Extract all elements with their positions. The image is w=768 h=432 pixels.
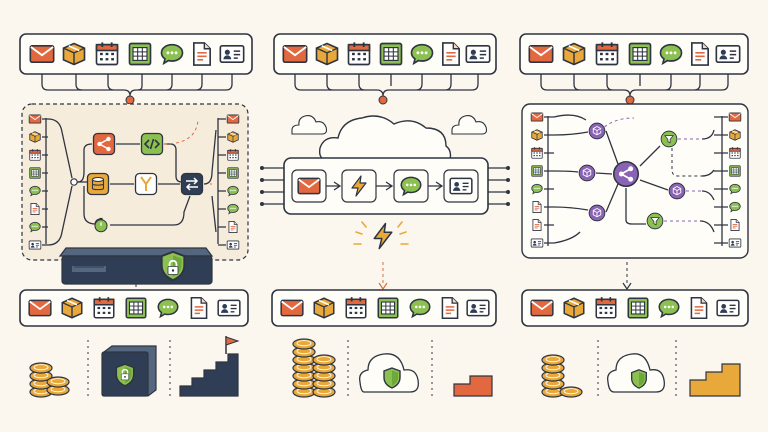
coin-stack-icon <box>292 338 336 398</box>
contact-card-icon <box>716 299 740 317</box>
email-icon <box>528 44 554 64</box>
filter-icon <box>660 130 678 148</box>
contact-card-icon <box>466 299 490 317</box>
source-app-bar-2 <box>273 33 497 75</box>
cube-icon <box>668 182 686 200</box>
calendar-icon <box>93 296 115 319</box>
package-icon <box>313 297 335 319</box>
share-icon <box>92 132 116 156</box>
cloud-shield-icon <box>607 353 665 393</box>
spreadsheet-icon <box>628 42 652 66</box>
spreadsheet-icon <box>128 42 152 66</box>
bottom-icons-3 <box>541 340 741 400</box>
source-app-bar-1 <box>19 33 253 75</box>
cube-icon <box>588 204 606 222</box>
cloud-shield-icon <box>359 353 419 393</box>
cube-icon <box>578 164 596 182</box>
cube-icon <box>588 122 606 140</box>
package-icon <box>62 42 86 66</box>
package-icon <box>315 42 339 66</box>
spreadsheet-icon <box>379 42 403 66</box>
merge-icon <box>134 172 158 196</box>
target-app-bar-2 <box>271 289 497 327</box>
package-icon <box>563 297 585 319</box>
bottom-icons-2 <box>292 338 493 400</box>
email-icon <box>28 299 52 317</box>
email-icon <box>280 299 304 317</box>
calendar-icon <box>595 296 617 319</box>
source-app-bar-3 <box>519 33 749 75</box>
document-icon <box>691 42 709 66</box>
step-icon <box>453 375 493 397</box>
self-hosted-workflow-panel <box>21 103 249 261</box>
database-icon <box>86 172 110 196</box>
contact-card-icon <box>715 45 741 63</box>
document-icon <box>441 296 459 320</box>
bar-funnel-3 <box>540 74 729 105</box>
contact-card-icon <box>217 299 241 317</box>
cloud-platform <box>260 115 510 215</box>
secure-server-icon <box>101 345 157 397</box>
column-cloud <box>260 33 510 400</box>
panel-input-list <box>28 114 48 250</box>
calendar-icon <box>95 41 119 66</box>
code-icon <box>140 132 164 156</box>
small-cloud-icon <box>451 115 488 135</box>
contact-card-icon <box>465 45 491 63</box>
column-hub <box>519 33 749 400</box>
document-icon <box>442 42 460 66</box>
calendar-icon <box>347 41 371 66</box>
calendar-icon <box>345 296 367 319</box>
staircase-icon <box>689 363 741 397</box>
email-icon <box>282 44 308 64</box>
package-icon <box>562 42 586 66</box>
spreadsheet-icon <box>627 297 649 319</box>
bar-funnel-2 <box>294 74 479 105</box>
package-icon <box>61 297 83 319</box>
contact-card-icon <box>449 177 473 195</box>
bottom-icons-1 <box>29 336 240 400</box>
hub-icon <box>612 160 640 188</box>
trigger-lightning-icon <box>353 221 409 250</box>
coin-stack-icon <box>541 354 583 398</box>
calendar-icon <box>595 41 619 66</box>
email-icon <box>297 177 321 195</box>
email-icon <box>29 44 55 64</box>
spreadsheet-icon <box>377 297 399 319</box>
switch-icon <box>180 172 204 196</box>
panel-workflow-nodes <box>47 118 212 246</box>
bar-funnel-1 <box>41 74 233 105</box>
document-icon <box>193 42 211 66</box>
contact-card-icon <box>219 45 245 63</box>
spreadsheet-icon <box>125 297 147 319</box>
target-app-bar-3 <box>521 289 749 327</box>
hub-network <box>553 114 702 244</box>
document-icon <box>190 296 208 320</box>
hub-panel <box>521 103 749 259</box>
staircase-flag-icon <box>179 336 240 397</box>
email-icon <box>530 299 554 317</box>
secure-server-block <box>58 247 214 285</box>
column-self-hosted <box>19 33 253 400</box>
panel-output-list <box>203 114 240 250</box>
target-app-bar-1 <box>19 289 249 327</box>
document-icon <box>690 296 708 320</box>
coin-stack-icon <box>29 362 70 398</box>
small-cloud-icon <box>291 115 328 135</box>
filter-icon <box>646 212 664 230</box>
shield-icon <box>160 250 186 282</box>
